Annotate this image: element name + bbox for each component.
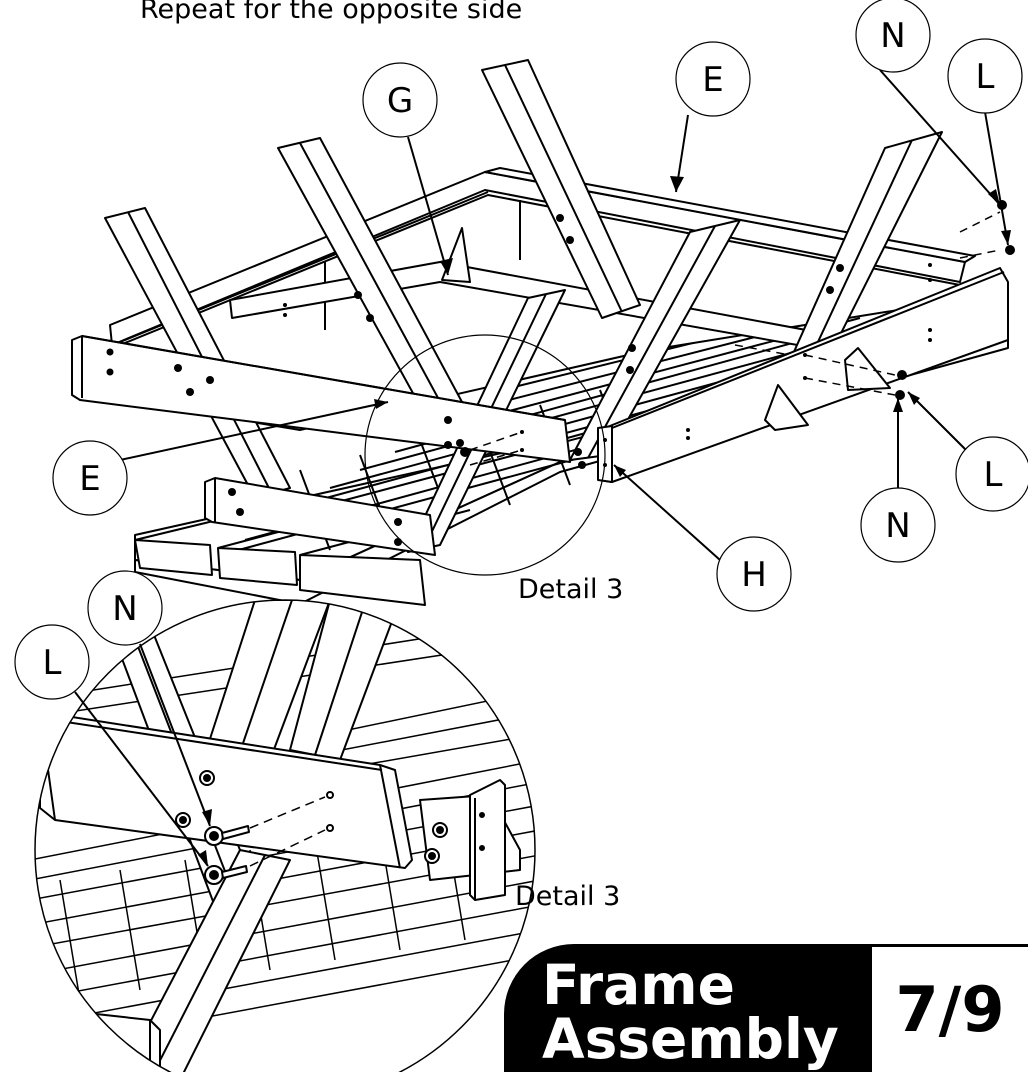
- callout-n-detail: [87, 570, 163, 646]
- detail-3-inset: [34, 599, 536, 1076]
- main-assembly-view: [71, 59, 1015, 606]
- callout-e-left: [52, 440, 128, 516]
- crossbar-e-front: [71, 335, 571, 463]
- callout-bubbles: [14, 0, 1028, 700]
- callout-h: [716, 536, 792, 612]
- detail-3-marker-circle: [364, 334, 606, 576]
- callout-l-detail-label: L: [43, 643, 62, 683]
- callout-l-top-label: L: [976, 57, 995, 97]
- callout-g: [362, 62, 438, 138]
- detail-callout-leaders: [74, 643, 211, 867]
- callout-e-top: [675, 41, 751, 117]
- callout-n-top-label: N: [880, 16, 905, 56]
- bolt-holes-main: [106, 200, 1015, 546]
- leg-back-center: [481, 59, 641, 319]
- detail-3-inset-circle: [34, 599, 536, 1076]
- callout-l-right-label: L: [984, 455, 1003, 495]
- callout-e-top-label: E: [702, 60, 723, 100]
- callout-leaders: [119, 69, 1009, 561]
- callout-l-detail: [14, 624, 90, 700]
- page-number-box: 7/9: [872, 944, 1028, 1072]
- page-number: 7/9: [895, 973, 1005, 1046]
- callout-n-detail-label: N: [112, 589, 137, 629]
- callout-l-top: [947, 38, 1023, 114]
- callout-g-label: G: [387, 81, 413, 121]
- step-title-box: Frame Assembly: [504, 944, 872, 1072]
- callout-n-top: [855, 0, 931, 73]
- callout-n-right: [860, 487, 936, 563]
- callout-n-right-label: N: [885, 506, 910, 546]
- brace-block-h2: [764, 384, 809, 431]
- callout-h-label: H: [741, 555, 767, 595]
- detail-3-label-inset: Detail 3: [515, 881, 620, 912]
- detail-callout-arrowheads: [198, 809, 212, 866]
- step-title-line-2: Assembly: [542, 1007, 839, 1071]
- crossbar-lower-front: [204, 477, 436, 556]
- brace-block-h1: [844, 347, 891, 391]
- callout-e-left-label: E: [79, 459, 100, 499]
- callout-l-right: [955, 436, 1028, 512]
- step-instruction-text: Repeat for the opposite side: [140, 0, 522, 25]
- bolt-alignment-lines: [469, 211, 1001, 466]
- callout-letters: E G N L E L N H N L: [43, 16, 1003, 683]
- callout-arrowheads: [374, 176, 1011, 477]
- step-title-line-1: Frame: [542, 953, 735, 1017]
- detail-3-label-main: Detail 3: [518, 574, 623, 605]
